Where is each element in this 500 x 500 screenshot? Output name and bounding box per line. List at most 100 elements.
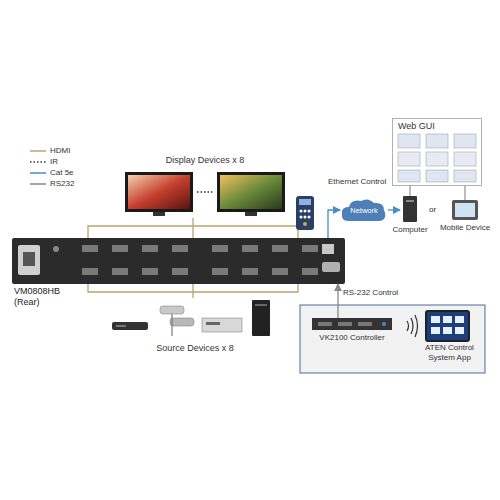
hdmi-port [272,268,288,275]
hdmi-port [172,245,188,252]
gui-tile [426,134,448,148]
remote-body [296,196,314,230]
remote-button [300,210,303,213]
app-tile [443,316,452,323]
remote-button [308,210,311,213]
node-label: VM0808HB (Rear) [14,286,64,308]
legend-line-sample [30,183,46,185]
computer-bay [406,200,414,202]
rs232-connector [337,284,338,318]
controller-box: VK2100 Controller [312,318,392,330]
source-group: Source Devices x 8 [110,298,280,340]
display-illustration [125,172,285,216]
hdmi-port [142,245,158,252]
remote-button [308,216,311,219]
hdmi-port [172,268,188,275]
computer-icon [403,196,417,222]
mobile-device-node: Mobile Device [452,200,478,220]
cloud-shape [342,199,385,221]
node-label: Display Devices x 8 [120,155,290,166]
wireless-arc [415,315,418,337]
web-gui-box: Web GUI [392,118,482,186]
legend-line-sample [30,172,46,174]
gui-tile [454,170,476,182]
tv-frame [217,172,285,212]
ir-remote [296,196,314,230]
tv-screen [128,175,190,209]
hdmi-port [142,268,158,275]
controller-details [318,322,386,326]
ellipsis-dots [197,191,213,193]
tablet-screen [455,203,475,217]
media-box [202,318,242,332]
hdmi-port [302,245,318,252]
remote-button [303,222,307,226]
power-socket-inner [23,252,35,266]
mobile-icon [452,200,478,220]
wireless-symbol [407,315,418,337]
dvd-slot [116,325,126,327]
legend-label: Cat 5e [50,168,74,178]
app-tile [443,327,452,334]
ground-screw [53,246,59,252]
hdmi-port [112,268,128,275]
wireless-arc [411,318,413,334]
controller-port [338,322,352,326]
hdmi-connector [192,284,193,298]
camera [170,318,194,326]
legend-label: RS232 [50,179,74,189]
hdmi-port [212,245,228,252]
wireless-arc [407,321,409,331]
tv-screen [220,175,282,209]
hdmi-port [82,245,98,252]
app-tile [431,316,440,323]
controller-port [358,322,372,326]
camera [160,306,184,314]
text-label: or [429,205,436,215]
gui-tile [398,134,420,148]
matrix-switch: VM0808HB (Rear) [12,238,345,284]
legend-line-sample [30,161,46,163]
legend-label: HDMI [50,146,70,156]
node-label: Network [350,206,378,215]
tablet-body [452,200,478,220]
hdmi-ports [82,245,318,275]
hdmi-connector [192,218,193,238]
controller-led [382,322,386,326]
computer-tower [403,196,417,222]
web-gui-screens [398,134,476,182]
computer-node: Computer [400,196,420,222]
app-screen-tiles [431,316,464,334]
hdmi-port [272,245,288,252]
gui-tile [398,170,420,182]
gui-tile [426,152,448,166]
gui-tile [426,170,448,182]
legend-line-sample [30,150,46,152]
controller-port [318,322,332,326]
media-box-slot [206,322,220,325]
ethernet-connector [328,210,340,238]
node-label: Source Devices x 8 [110,343,280,354]
gui-tile [454,134,476,148]
remote-button [304,210,307,213]
remote-display [299,199,311,205]
gui-tile [454,152,476,166]
hdmi-port [242,268,258,275]
hdmi-port [242,245,258,252]
app-tile [455,327,464,334]
node-label: ATEN Control System App [415,343,485,362]
remote-button [300,216,303,219]
serial-port [322,262,340,272]
node-label: Computer [385,225,435,235]
power-socket [18,245,40,275]
remote-button [304,216,307,219]
network-cloud: Network [340,198,388,222]
camera-pole [171,314,172,336]
app-tile [455,316,464,323]
app-tablet: ATEN Control System App [425,310,470,342]
display-group: Display Devices x 8 [120,170,290,218]
node-label: Web GUI [398,121,435,132]
hdmi-port [302,268,318,275]
